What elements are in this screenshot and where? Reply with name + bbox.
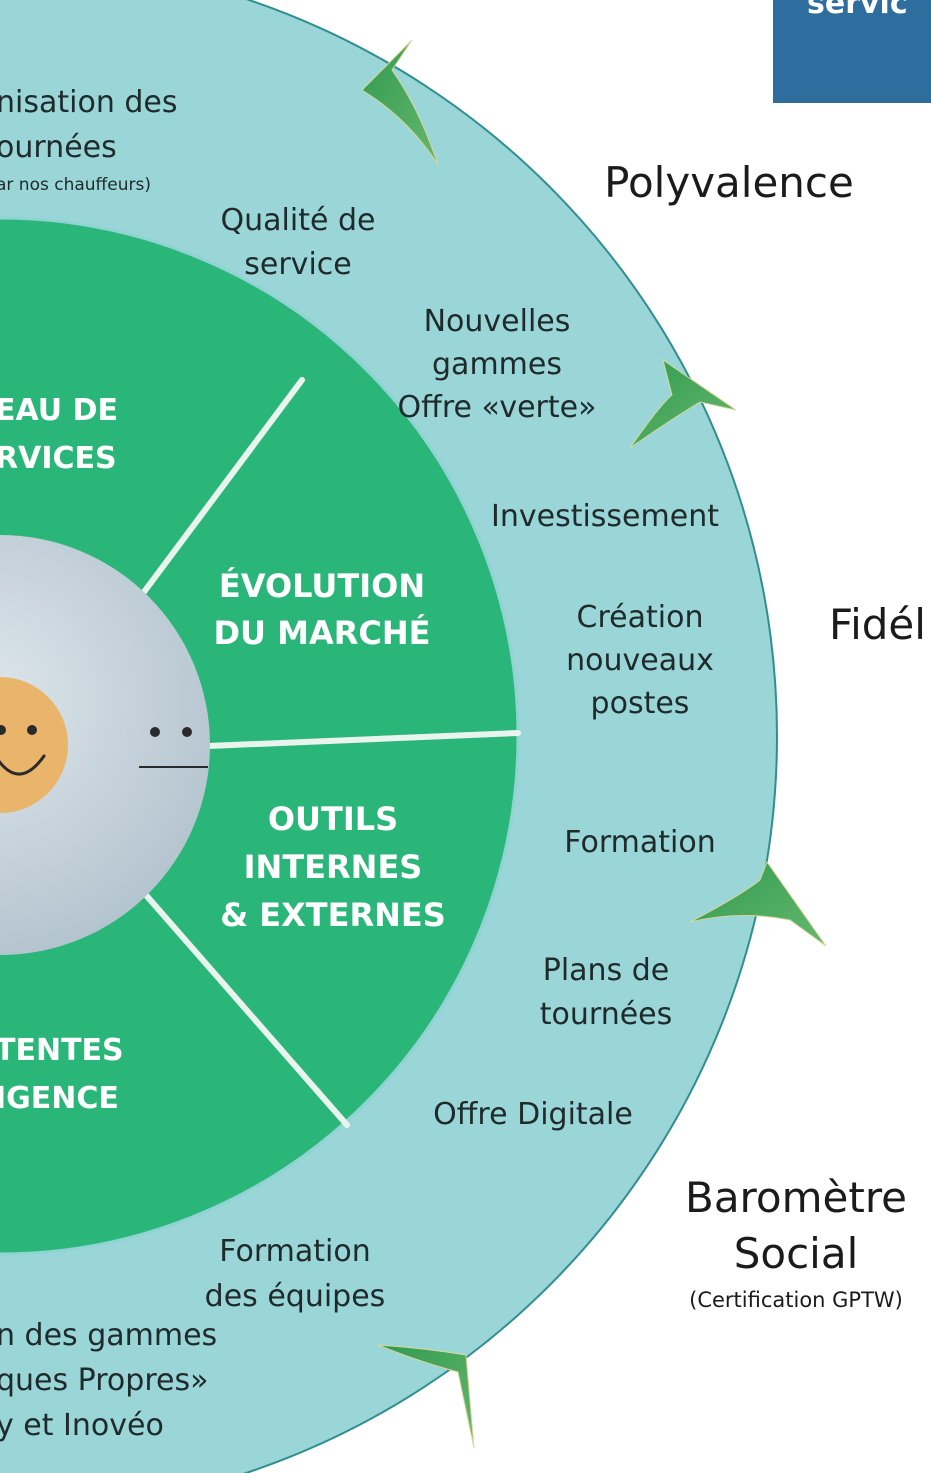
- center-photo: [0, 535, 210, 955]
- item-organisation-line-1: nisation des: [0, 85, 178, 120]
- arrow-bottom-icon: [377, 1344, 475, 1449]
- item-organisation-note: ar nos chauffeurs): [0, 175, 151, 195]
- neutral-face-icon: [139, 727, 208, 768]
- label-barometre-note: (Certification GPTW): [689, 1288, 903, 1312]
- segment-outils-line-2: INTERNES: [244, 848, 423, 886]
- arrow-upper-right-icon: [629, 358, 737, 449]
- item-formation-equipes-line-2: des équipes: [205, 1279, 386, 1314]
- item-qualite-line-1: Qualité de: [221, 203, 376, 238]
- item-nouvelles-line-3: Offre «verte»: [398, 390, 597, 425]
- item-qualite-line-2: service: [244, 247, 351, 282]
- item-creation-line-1: Création: [577, 600, 704, 635]
- segment-evolution-line-2: DU MARCHÉ: [213, 614, 430, 652]
- item-investissement: Investissement: [491, 499, 719, 534]
- segment-evolution-line-1: ÉVOLUTION: [219, 567, 425, 605]
- segment-attentes-line-1: TENTES: [0, 1033, 124, 1068]
- divider-top: [135, 377, 305, 603]
- item-plans-line-2: tournées: [540, 997, 673, 1032]
- label-polyvalence: Polyvalence: [604, 158, 854, 207]
- item-nouvelles-line-2: gammes: [432, 347, 562, 382]
- divider-bottom: [142, 891, 350, 1128]
- item-formation-equipes-line-1: Formation: [219, 1234, 370, 1269]
- item-creation-line-2: nouveaux: [566, 643, 714, 678]
- item-formation: Formation: [564, 825, 715, 860]
- item-gammes-line-1: n des gammes: [0, 1318, 217, 1353]
- segment-reseau-line-2: RVICES: [0, 441, 117, 476]
- corner-title-box: servic: [773, 0, 931, 103]
- item-nouvelles-line-1: Nouvelles: [424, 304, 571, 339]
- item-plans-line-1: Plans de: [543, 953, 670, 988]
- item-gammes-line-3: y et Inovéo: [0, 1408, 164, 1443]
- divider-middle: [205, 730, 521, 749]
- label-barometre-2: Social: [734, 1229, 859, 1278]
- happy-face-icon: [0, 677, 68, 813]
- corner-title: servic: [807, 0, 908, 21]
- item-organisation-line-2: ournées: [0, 130, 117, 165]
- segment-outils-line-3: & EXTERNES: [220, 896, 446, 934]
- arrow-top-icon: [361, 39, 439, 166]
- item-gammes-line-2: ques Propres»: [0, 1363, 208, 1398]
- arrow-lower-right-icon: [689, 860, 827, 947]
- segment-reseau-line-1: EAU DE: [0, 393, 118, 428]
- segment-attentes-line-2: IGENCE: [0, 1081, 119, 1116]
- item-creation-line-3: postes: [591, 686, 690, 721]
- label-fidel: Fidél: [829, 600, 926, 649]
- item-offre-digitale: Offre Digitale: [433, 1097, 633, 1132]
- label-barometre-1: Baromètre: [685, 1173, 907, 1222]
- segment-outils-line-1: OUTILS: [268, 800, 398, 838]
